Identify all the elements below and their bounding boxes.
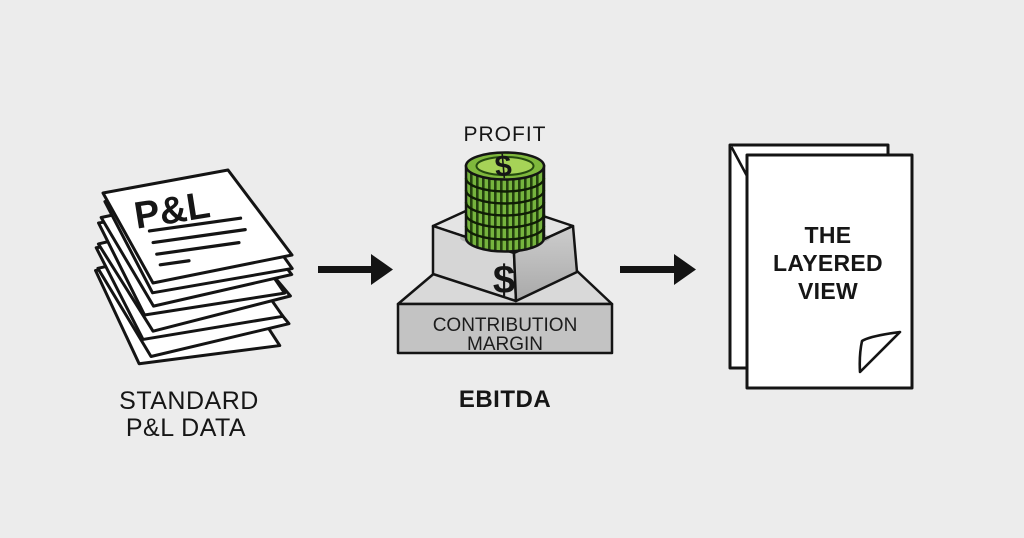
standard-pnl-data-label-line2: P&L DATA [126, 414, 246, 442]
coin-dollar-symbol: $ [493, 149, 513, 183]
pnl-sheet-ruled-lines [147, 216, 247, 267]
back-page-corner-crease [730, 146, 749, 177]
paper-sheet-top [101, 168, 294, 285]
layered-view-label-line3: VIEW [798, 278, 858, 304]
layered-view-label-line1: THE [805, 222, 852, 248]
profit-label: PROFIT [464, 123, 547, 146]
coin-stack-body [464, 164, 546, 253]
standard-pnl-data-label-line1: STANDARD [119, 387, 259, 415]
layered-view-label-line2: LAYERED [773, 250, 883, 276]
coin-top-inner-rim [475, 156, 535, 176]
ebitda-pedestal-icon [396, 197, 614, 355]
tier-front-face [396, 302, 614, 355]
arrow-right-icon [318, 254, 393, 285]
folded-corner [858, 330, 902, 374]
block-right-face [512, 224, 579, 303]
block-dollar-symbol: $ [493, 258, 515, 302]
profit-coin-stack-icon: $ [460, 149, 550, 253]
pnl-paper-stack-icon: P&L [94, 168, 294, 366]
ebitda-label: EBITDA [459, 386, 551, 413]
layered-view-document-icon [728, 143, 914, 390]
arrow-right-icon [620, 254, 696, 285]
coin-separators [464, 177, 546, 241]
tier-label-line1: CONTRIBUTION [433, 315, 578, 336]
tier-label-line2: MARGIN [467, 334, 543, 355]
